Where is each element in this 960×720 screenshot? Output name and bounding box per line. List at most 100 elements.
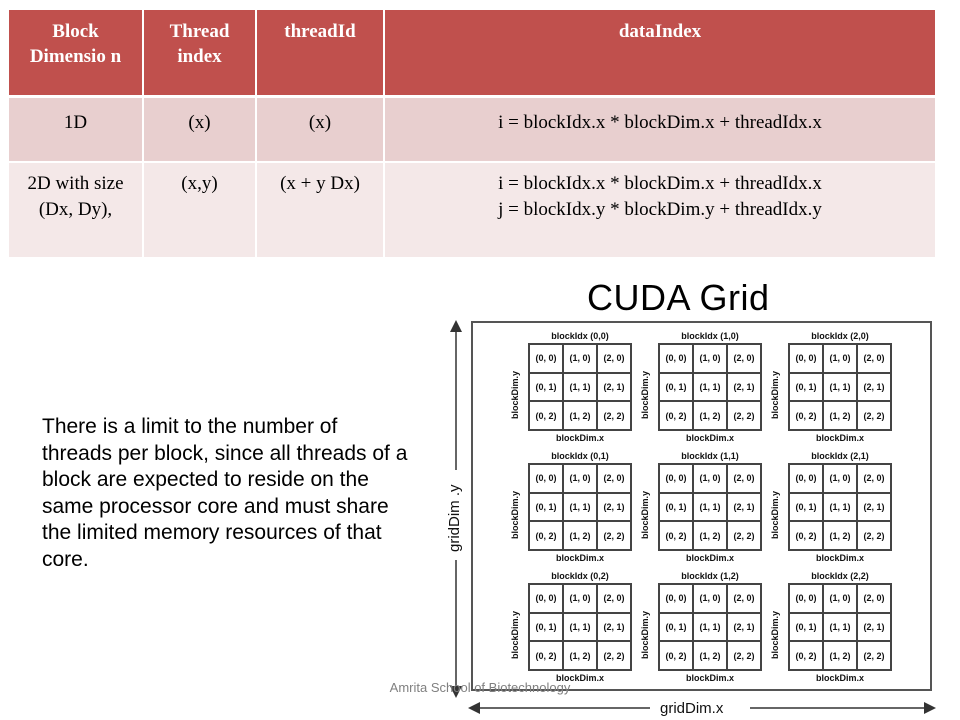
thread-cell: (0, 1) <box>789 492 823 522</box>
thread-cell: (0, 0) <box>789 584 823 613</box>
thread-cell: (2, 2) <box>857 521 891 550</box>
table-header-row: Block Dimensio n Thread index threadId d… <box>9 10 935 98</box>
thread-cell: (1, 0) <box>693 344 727 373</box>
thread-cell: (0, 1) <box>659 372 693 402</box>
thread-block: (0, 0)(1, 0)(2, 0)(0, 1)(1, 1)(2, 1)(0, … <box>658 463 762 551</box>
thread-cell: (2, 0) <box>857 464 891 493</box>
thread-cell: (2, 0) <box>597 584 631 613</box>
thread-cell: (0, 1) <box>789 372 823 402</box>
thread-cell: (2, 0) <box>857 584 891 613</box>
block-dim-y-label: blockDim.y <box>510 490 520 539</box>
block-dim-y-label: blockDim.y <box>640 370 650 419</box>
header-data-index: dataIndex <box>384 10 935 98</box>
thread-cell: (1, 2) <box>823 401 857 430</box>
thread-cell: (2, 0) <box>857 344 891 373</box>
block-dim-x-label: blockDim.x <box>815 553 864 563</box>
thread-cell: (0, 1) <box>659 612 693 642</box>
thread-cell: (2, 2) <box>857 401 891 430</box>
block-dim-x-label: blockDim.x <box>555 553 604 563</box>
thread-cell: (2, 2) <box>857 641 891 670</box>
thread-cell: (1, 2) <box>823 641 857 670</box>
thread-cell: (0, 0) <box>529 584 563 613</box>
thread-cell: (1, 2) <box>693 521 727 550</box>
thread-cell: (2, 2) <box>727 521 761 550</box>
thread-cell: (1, 0) <box>563 464 597 493</box>
thread-block: (0, 0)(1, 0)(2, 0)(0, 1)(1, 1)(2, 1)(0, … <box>528 343 632 431</box>
thread-cell: (2, 0) <box>727 584 761 613</box>
thread-cell: (0, 0) <box>659 464 693 493</box>
header-thread-index: Thread index <box>143 10 257 98</box>
thread-cell: (1, 0) <box>823 584 857 613</box>
diagram-title: CUDA Grid <box>587 277 770 318</box>
thread-cell: (1, 0) <box>823 344 857 373</box>
grid-dim-y-label: gridDim .y <box>446 484 463 552</box>
thread-block: (0, 0)(1, 0)(2, 0)(0, 1)(1, 1)(2, 1)(0, … <box>788 583 892 671</box>
block-dim-x-label: blockDim.x <box>815 433 864 443</box>
thread-cell: (1, 1) <box>563 612 597 642</box>
thread-cell: (2, 1) <box>727 492 761 522</box>
thread-cell: (2, 1) <box>727 372 761 402</box>
thread-cell: (1, 0) <box>693 584 727 613</box>
block-dim-y-label: blockDim.y <box>770 490 780 539</box>
thread-cell: (1, 1) <box>823 372 857 402</box>
thread-cell: (2, 1) <box>857 612 891 642</box>
thread-cell: (2, 1) <box>597 492 631 522</box>
thread-cell: (2, 0) <box>727 464 761 493</box>
header-thread-id: threadId <box>256 10 385 98</box>
block-dim-x-label: blockDim.x <box>685 433 734 443</box>
block-dim-y-label: blockDim.y <box>770 370 780 419</box>
thread-cell: (2, 0) <box>727 344 761 373</box>
thread-cell: (1, 2) <box>693 401 727 430</box>
thread-cell: (2, 0) <box>597 464 631 493</box>
block-label: blockIdx (0,2) <box>551 571 609 581</box>
thread-cell: (1, 1) <box>693 612 727 642</box>
cell-data-index: i = blockIdx.x * blockDim.x + threadIdx.… <box>384 162 935 259</box>
thread-cell: (0, 2) <box>789 401 823 430</box>
thread-cell: (1, 1) <box>693 492 727 522</box>
thread-cell: (2, 1) <box>597 612 631 642</box>
thread-cell: (1, 2) <box>823 521 857 550</box>
block-label: blockIdx (0,1) <box>551 451 609 461</box>
block-dim-x-label: blockDim.x <box>815 673 864 683</box>
block-label: blockIdx (0,0) <box>551 331 609 341</box>
thread-cell: (0, 1) <box>529 612 563 642</box>
block-dim-x-label: blockDim.x <box>555 433 604 443</box>
thread-cell: (0, 0) <box>789 344 823 373</box>
thread-cell: (1, 2) <box>563 521 597 550</box>
cell-dimension: 1D <box>9 96 144 163</box>
block-label: blockIdx (2,1) <box>811 451 869 461</box>
thread-cell: (1, 2) <box>563 641 597 670</box>
thread-cell: (1, 0) <box>563 584 597 613</box>
thread-cell: (1, 1) <box>823 492 857 522</box>
thread-cell: (1, 1) <box>693 372 727 402</box>
block-dim-y-label: blockDim.y <box>770 610 780 659</box>
block-label: blockIdx (1,1) <box>681 451 739 461</box>
thread-cell: (2, 1) <box>727 612 761 642</box>
thread-limit-paragraph: There is a limit to the number of thread… <box>42 415 408 571</box>
grid-dim-x-label: gridDim.x <box>660 700 724 717</box>
thread-cell: (2, 2) <box>597 521 631 550</box>
thread-cell: (0, 0) <box>789 464 823 493</box>
block-dim-x-label: blockDim.x <box>555 673 604 683</box>
thread-cell: (0, 2) <box>789 641 823 670</box>
thread-cell: (1, 1) <box>563 372 597 402</box>
cell-thread-index: (x,y) <box>143 162 257 259</box>
data-index-line-j: j = blockIdx.y * blockDim.y + threadIdx.… <box>498 199 822 220</box>
thread-cell: (1, 2) <box>563 401 597 430</box>
thread-cell: (2, 1) <box>597 372 631 402</box>
cuda-index-table: Block Dimensio n Thread index threadId d… <box>9 10 935 259</box>
block-label: blockIdx (2,0) <box>811 331 869 341</box>
block-dim-x-label: blockDim.x <box>685 673 734 683</box>
thread-block: (0, 0)(1, 0)(2, 0)(0, 1)(1, 1)(2, 1)(0, … <box>788 343 892 431</box>
thread-cell: (1, 2) <box>693 641 727 670</box>
thread-cell: (0, 1) <box>789 612 823 642</box>
thread-cell: (2, 0) <box>597 344 631 373</box>
header-block-dimension: Block Dimensio n <box>9 10 144 98</box>
thread-cell: (2, 2) <box>597 401 631 430</box>
cell-data-index: i = blockIdx.x * blockDim.x + threadIdx.… <box>384 96 935 163</box>
block-label: blockIdx (2,2) <box>811 571 869 581</box>
thread-block: (0, 0)(1, 0)(2, 0)(0, 1)(1, 1)(2, 1)(0, … <box>788 463 892 551</box>
thread-cell: (2, 2) <box>727 401 761 430</box>
footer-text: Amrita School of Biotechnology <box>389 680 571 695</box>
thread-cell: (0, 2) <box>659 641 693 670</box>
